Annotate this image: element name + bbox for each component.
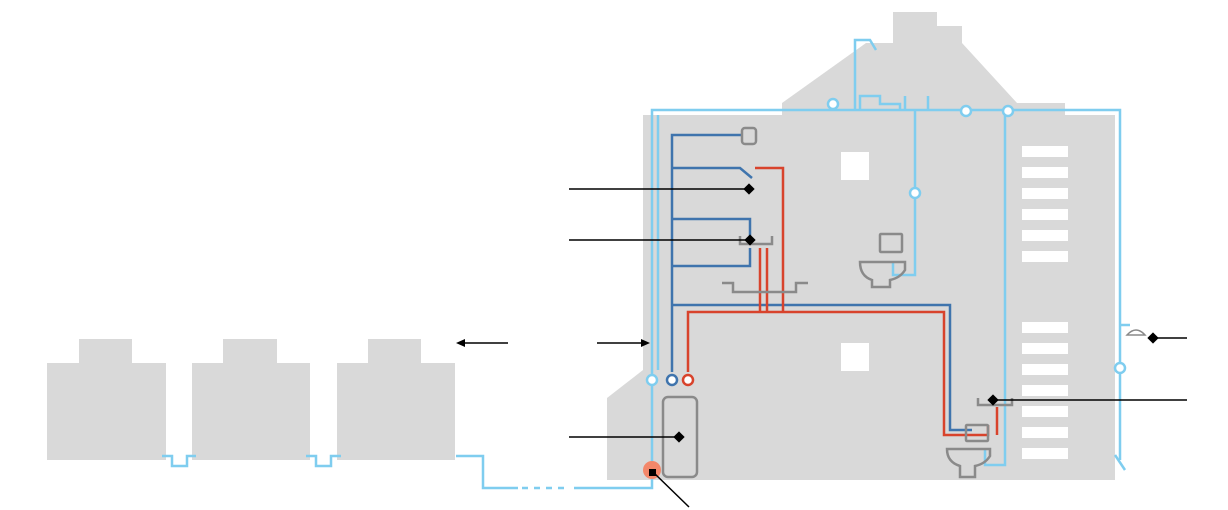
neighbour-buildings [47,339,455,460]
shower-pointer [569,183,755,195]
facade-window-strip [1022,209,1068,220]
mains-pipes [162,38,1130,490]
lower-window [841,343,869,371]
meter-pointer [649,469,690,508]
hot-inlet-valve [681,373,695,387]
cold-inlet-valve [665,373,679,387]
neighbour-building-1 [47,339,166,460]
upper-window [841,152,869,180]
hot-upper-branch [755,166,785,312]
service-pipe-right [574,108,1122,490]
facade-window-strip [1022,230,1068,241]
callouts [569,183,1187,508]
attic-trap [858,94,902,110]
main-building-annex [607,370,643,480]
cold-shower-branch [672,166,753,179]
attic-offset [853,38,878,110]
cold-water-pipes [670,133,972,432]
neighbour-building-3 [337,339,455,460]
facade-window-strip [1022,322,1068,333]
facade-window-strip [1022,364,1068,375]
cold-washbasin-branch [672,217,752,240]
facade-window-strip [1022,448,1068,459]
facade-windows [1022,146,1068,459]
meter-icon [740,126,758,146]
facade-window-strip [1022,385,1068,396]
valve-right-2 [1001,104,1015,118]
cold-riser [670,133,742,372]
toilet-lower-icon [945,423,992,479]
water-heater-pointer [569,431,685,443]
facade-window-strip [1022,146,1068,157]
washbasin-upper-pointer [569,234,756,246]
facade-window-strip [1022,343,1068,354]
outdoor-tap-pointer [1147,332,1187,344]
riser-right [983,110,1007,467]
neighbour-connector-2 [306,454,341,468]
valve-outside-wall [1113,361,1127,375]
facade-window-strip [1022,406,1068,417]
flow-arrows [456,339,650,347]
valve-toilet-riser [908,186,922,200]
valve-right-1 [959,104,973,118]
mains-valves [645,97,1127,387]
facade-window-strip [1022,188,1068,199]
facade-window-strip [1022,167,1068,178]
main-building [607,12,1115,480]
flow-arrow-right [597,339,650,347]
outdoor-tap-icon [1125,329,1147,336]
service-pipe-left [456,454,518,490]
neighbour-building-2 [192,339,310,460]
cold-main-horizontal [672,303,972,432]
outdoor-stop-valve [1113,454,1127,471]
washbasin-lower-pointer [987,394,1187,406]
valve-main-inlet [645,373,659,387]
toilet-upper-icon [858,232,907,289]
facade-window-strip [1022,427,1068,438]
cold-kitchen-branch [672,248,752,268]
washbasin-lower-icon [976,398,1014,407]
flow-arrow-left [456,339,508,347]
kitchen-sink-icon [722,281,808,294]
facade-window-strip [1022,251,1068,262]
neighbour-connector-1 [162,454,196,468]
valve-attic [826,97,840,111]
